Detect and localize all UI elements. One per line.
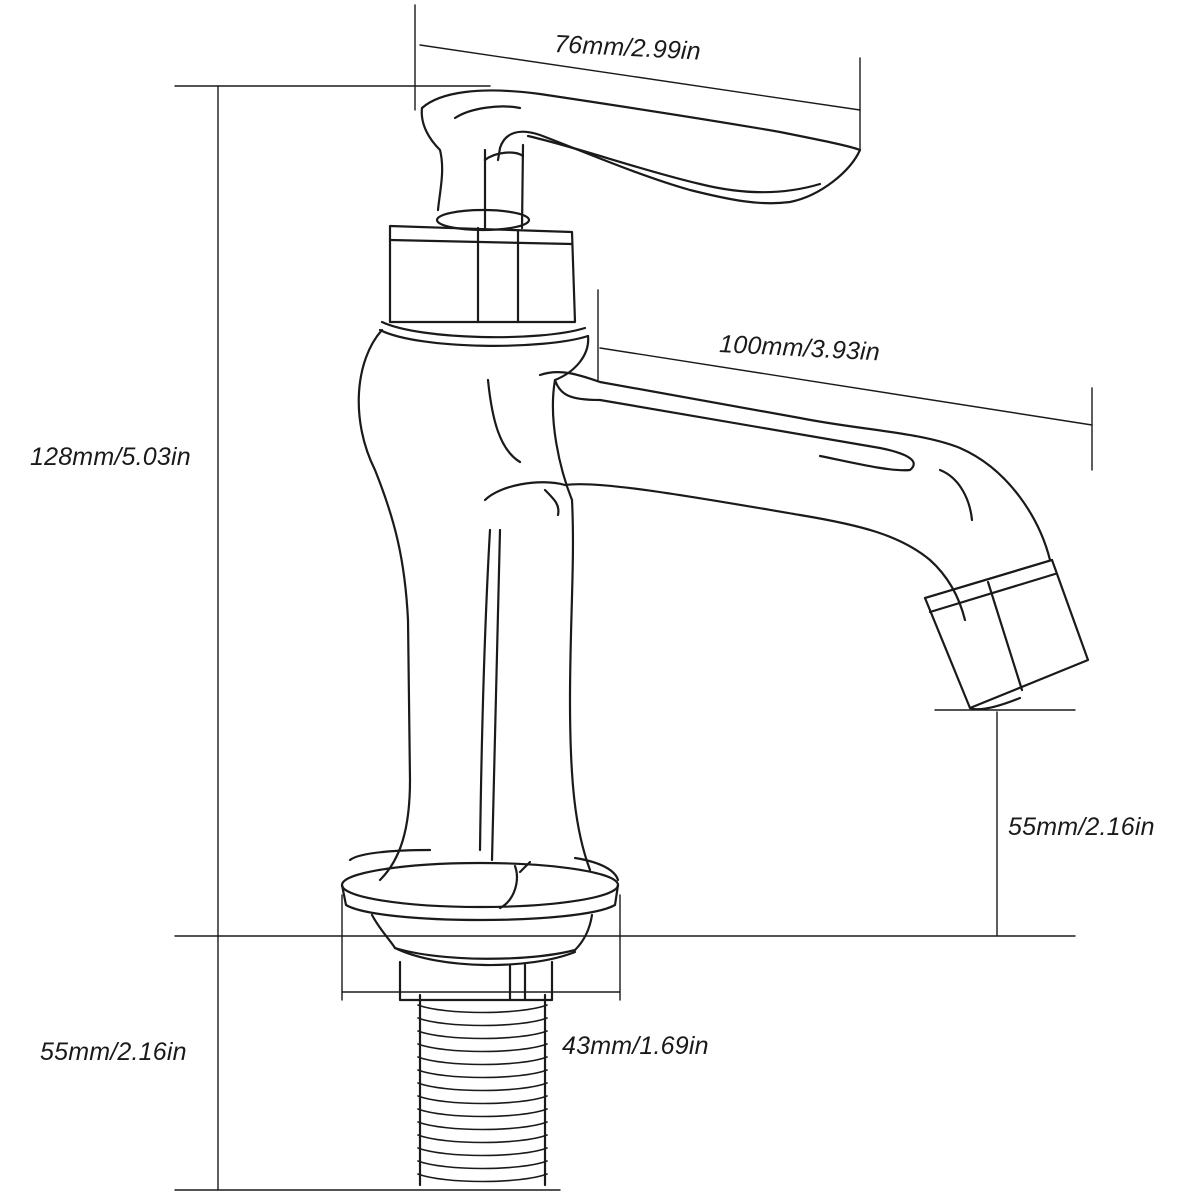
thread-rings: [417, 1004, 548, 1183]
cartridge-collar: [378, 224, 590, 347]
base-diameter-label: 43mm/1.69in: [562, 1032, 709, 1060]
lever-handle: [420, 89, 862, 232]
spout-dim-line: [599, 347, 1093, 426]
base-flange: [340, 848, 620, 967]
handle-dim-line: [419, 44, 861, 111]
spout: [483, 371, 1052, 622]
threaded-shank: [398, 960, 554, 1187]
faucet-body: [357, 328, 592, 910]
aerator: [923, 558, 1090, 711]
thread-length-label: 55mm/2.16in: [40, 1038, 187, 1066]
total-height-label: 128mm/5.03in: [30, 443, 191, 471]
dimension-lines: [174, 4, 1093, 1191]
spout-clearance-label: 55mm/2.16in: [1008, 813, 1155, 841]
